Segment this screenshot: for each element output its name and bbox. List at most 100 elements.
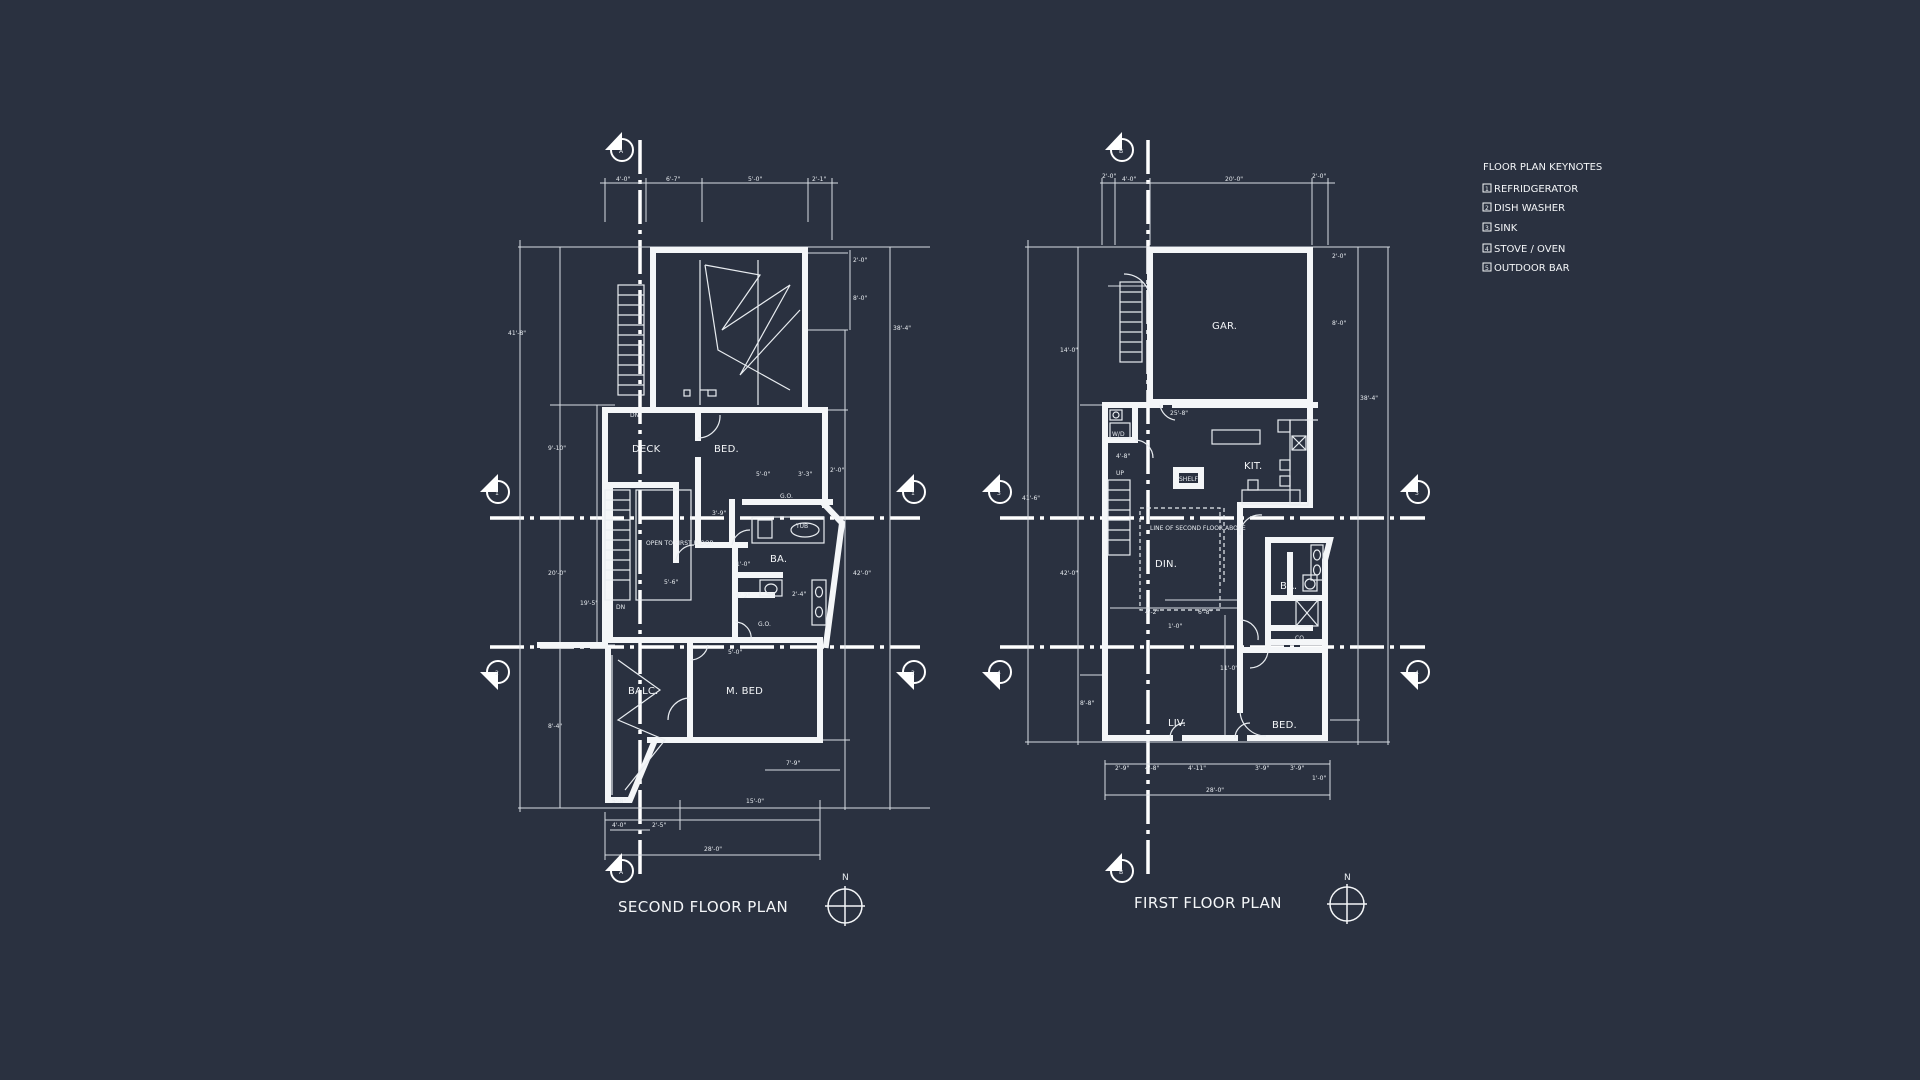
dim-text: 4'-11" xyxy=(1188,765,1206,772)
second-floor-dimension-text: 4'-0" 6'-7" 5'-0" 2'-1" 5'-8" 15'-0" 28'… xyxy=(508,176,911,853)
keynote-label: SINK xyxy=(1494,223,1518,234)
dim-text: 8'-8" xyxy=(1080,700,1094,707)
stair-label-dn-mid: DN xyxy=(616,604,625,611)
dim-text: 4'-0" xyxy=(616,176,630,183)
dim-text: 5'-0" xyxy=(748,176,762,183)
north-arrow-icon: N xyxy=(1327,873,1367,924)
dim-text: 2'-9" xyxy=(1115,765,1129,772)
keynote-item: 2 DISH WASHER xyxy=(1482,202,1565,214)
first-floor-details xyxy=(1107,273,1324,739)
room-label-open-to-below: OPEN TO FIRST FLOOR xyxy=(646,540,714,547)
dim-text: 7'-9" xyxy=(786,760,800,767)
keynote-label: REFRIDGERATOR xyxy=(1494,184,1578,195)
keynote-item: 5 OUTDOOR BAR xyxy=(1482,262,1570,274)
room-label-garage: GAR. xyxy=(1212,321,1237,332)
svg-text:A: A xyxy=(619,869,624,876)
svg-text:2: 2 xyxy=(1485,205,1489,212)
grid-marker-bottom: B xyxy=(1105,853,1134,883)
svg-text:2: 2 xyxy=(495,670,499,677)
dim-text: 8'-0" xyxy=(1332,320,1346,327)
dim-text: 4'-0" xyxy=(1122,176,1136,183)
dim-text: 2'-1" xyxy=(812,176,826,183)
keynote-label: DISH WASHER xyxy=(1494,203,1565,214)
dim-text: 4'-0" xyxy=(612,822,626,829)
room-label-bedroom: BED. xyxy=(1272,720,1297,731)
dim-text: 2'-0" xyxy=(853,257,867,264)
dim-text: 3'-9" xyxy=(712,510,726,517)
keynotes-title: FLOOR PLAN KEYNOTES xyxy=(1483,162,1602,173)
dim-text: 3'-9" xyxy=(1255,765,1269,772)
dim-text: 3'-3" xyxy=(798,471,812,478)
grid-marker-top: A xyxy=(605,132,634,162)
room-label-living: LIV. xyxy=(1168,718,1186,729)
svg-text:1: 1 xyxy=(1485,186,1489,193)
dim-text: 4'-8" xyxy=(1116,453,1130,460)
dim-text: 4'-8" xyxy=(1145,765,1159,772)
keynote-label: STOVE / OVEN xyxy=(1494,244,1565,255)
plan-title-first-floor: FIRST FLOOR PLAN xyxy=(1134,894,1282,912)
second-floor-room-labels: DECK BED. BA. M. BED BALC. OPEN TO FIRST… xyxy=(616,412,808,697)
svg-text:1: 1 xyxy=(495,490,499,497)
first-floor-room-labels: GAR. KIT. DIN. LIV. BA. BED. W/D LINE OF… xyxy=(1112,321,1304,731)
keynotes-panel: FLOOR PLAN KEYNOTES 1 REFRIDGERATOR 2 DI… xyxy=(1482,162,1602,274)
dim-text: 8'-0" xyxy=(853,295,867,302)
grid-marker-left-upper: 3 xyxy=(982,474,1012,504)
dim-text: 1'-0" xyxy=(736,561,750,568)
label-washer-dryer: W/D xyxy=(1112,431,1125,438)
dim-text: 2'-4" xyxy=(792,591,806,598)
label-go-top: G.O. xyxy=(780,493,793,500)
second-floor-walls xyxy=(537,247,846,803)
grid-marker-right-upper: 1 xyxy=(896,474,926,504)
dim-text: 2'-0" xyxy=(1332,253,1346,260)
grid-marker-left-lower: 4 xyxy=(982,660,1012,690)
dim-text: 5'-6" xyxy=(664,579,678,586)
north-arrow-icon: N xyxy=(825,873,865,926)
label-tub: TUB xyxy=(795,523,808,530)
dim-text: 11'-0" xyxy=(1220,665,1238,672)
stair-label-up: UP xyxy=(1116,470,1124,477)
label-co: CO xyxy=(1295,635,1304,642)
room-label-kitchen: KIT. xyxy=(1244,461,1262,472)
label-shelf: SHELF xyxy=(1179,476,1198,483)
first-floor-plan: GAR. KIT. DIN. LIV. BA. BED. W/D LINE OF… xyxy=(982,132,1430,924)
dim-text: 28'-0" xyxy=(1206,787,1224,794)
second-floor-plan: DECK BED. BA. M. BED BALC. OPEN TO FIRST… xyxy=(480,132,930,926)
svg-text:4: 4 xyxy=(1415,670,1419,677)
grid-marker-right-lower: 4 xyxy=(1400,660,1430,690)
dim-text: 4'-2" xyxy=(1145,609,1159,616)
dim-text: 15'-0" xyxy=(746,798,764,805)
stair-label-dn-top: DN xyxy=(630,412,639,419)
room-label-bath: BA. xyxy=(770,554,787,565)
dim-text: 42'-0" xyxy=(853,570,871,577)
keynote-item: 4 STOVE / OVEN xyxy=(1482,243,1565,255)
dim-text: 8'-4" xyxy=(548,723,562,730)
grid-marker-top: B xyxy=(1105,132,1134,162)
svg-text:B: B xyxy=(1119,869,1123,876)
dim-text: 20'-0" xyxy=(1225,176,1243,183)
dim-text: 2'-5" xyxy=(652,822,666,829)
svg-text:N: N xyxy=(842,873,849,883)
dim-text: 5'-0" xyxy=(728,649,742,656)
dim-text: 19'-5" xyxy=(580,600,598,607)
room-label-master-bed: M. BED xyxy=(726,686,763,697)
dim-text: 28'-0" xyxy=(704,846,722,853)
room-label-balcony: BALC. xyxy=(628,686,658,697)
dim-text: 20'-0" xyxy=(548,570,566,577)
dim-text: 38'-4" xyxy=(893,325,911,332)
first-floor-walls xyxy=(1102,247,1334,741)
dim-text: 5'-0" xyxy=(756,471,770,478)
svg-text:5: 5 xyxy=(1485,265,1489,272)
keynote-item: 3 SINK xyxy=(1482,222,1518,234)
dim-text: 25'-8" xyxy=(1170,410,1188,417)
keynote-item: 1 REFRIDGERATOR xyxy=(1482,183,1578,195)
dim-text: 2'-0" xyxy=(1102,173,1116,180)
dim-text: 3'-9" xyxy=(1290,765,1304,772)
dim-text: 1'-0" xyxy=(1168,623,1182,630)
second-floor-dimension-lines xyxy=(518,178,930,860)
dim-text: 2'-0" xyxy=(1312,173,1326,180)
dim-text: 38'-4" xyxy=(1360,395,1378,402)
svg-text:1: 1 xyxy=(911,490,915,497)
grid-marker-bottom: A xyxy=(605,853,634,883)
svg-text:B: B xyxy=(1119,148,1123,155)
